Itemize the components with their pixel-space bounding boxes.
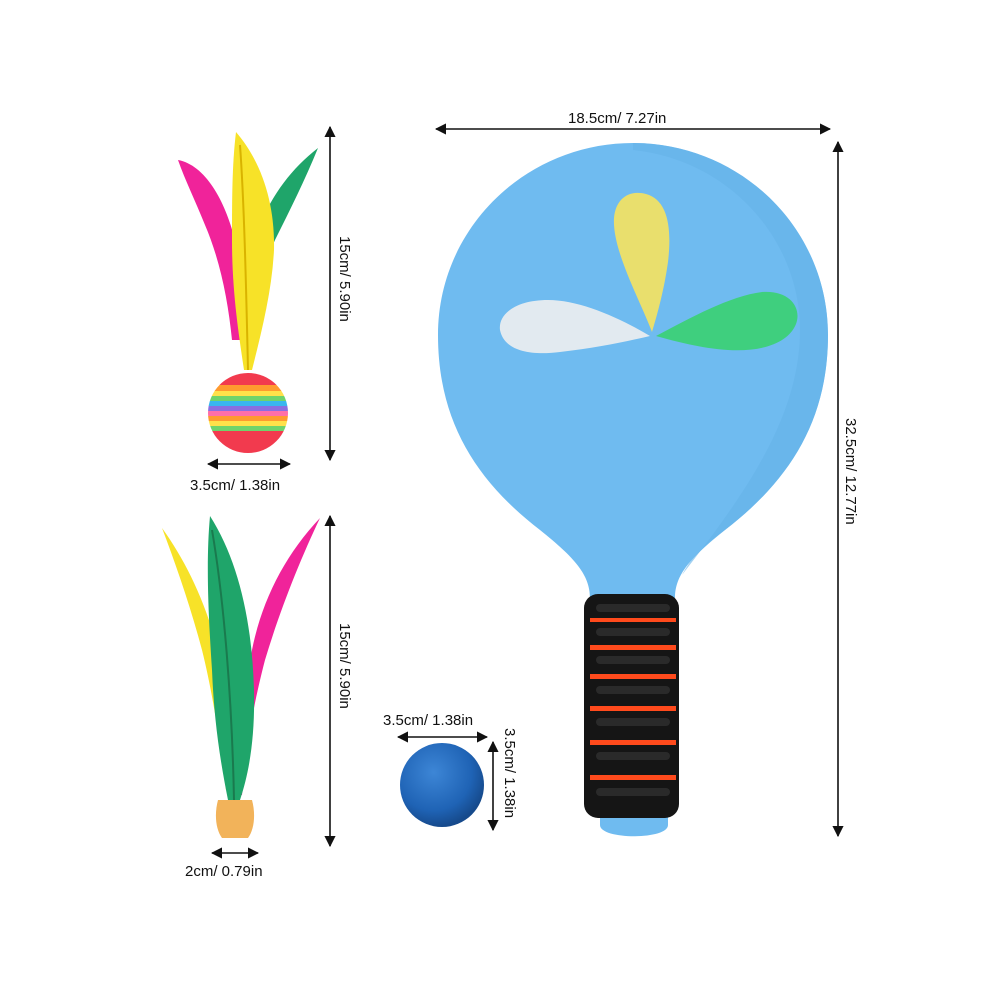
ball-width-label: 3.5cm/ 1.38in xyxy=(383,712,474,729)
shuttle1-width-label: 3.5cm/ 1.38in xyxy=(190,477,281,494)
dimension-lines xyxy=(206,123,844,859)
ball-height-label: 3.5cm/ 1.38in xyxy=(501,728,518,819)
shuttle2-width-label: 2cm/ 0.79in xyxy=(185,863,263,880)
paddle xyxy=(438,143,828,837)
petal-white-icon xyxy=(499,300,650,354)
shuttlecock-rainbow xyxy=(178,132,318,453)
paddle-face xyxy=(438,143,828,598)
rainbow-ball-icon xyxy=(208,373,288,453)
blue-ball-icon xyxy=(400,743,484,827)
feather-green-icon xyxy=(207,516,255,800)
petal-yellow-icon xyxy=(613,192,670,332)
handle-grip xyxy=(584,594,679,818)
feather-pink-icon xyxy=(178,160,243,340)
shuttle2-height-label: 15cm/ 5.90in xyxy=(336,623,353,709)
shuttle-base-icon xyxy=(215,800,255,838)
paddle-width-label: 18.5cm/ 7.27in xyxy=(568,110,667,127)
shuttle1-height-label: 15cm/ 5.90in xyxy=(336,236,353,322)
shuttlecock-wooden xyxy=(162,516,320,838)
paddle-shade xyxy=(633,143,828,575)
handle-tip xyxy=(600,815,668,837)
petal-green-icon xyxy=(656,291,798,351)
paddle-height-label: 32.5cm/ 12.77in xyxy=(842,418,859,525)
